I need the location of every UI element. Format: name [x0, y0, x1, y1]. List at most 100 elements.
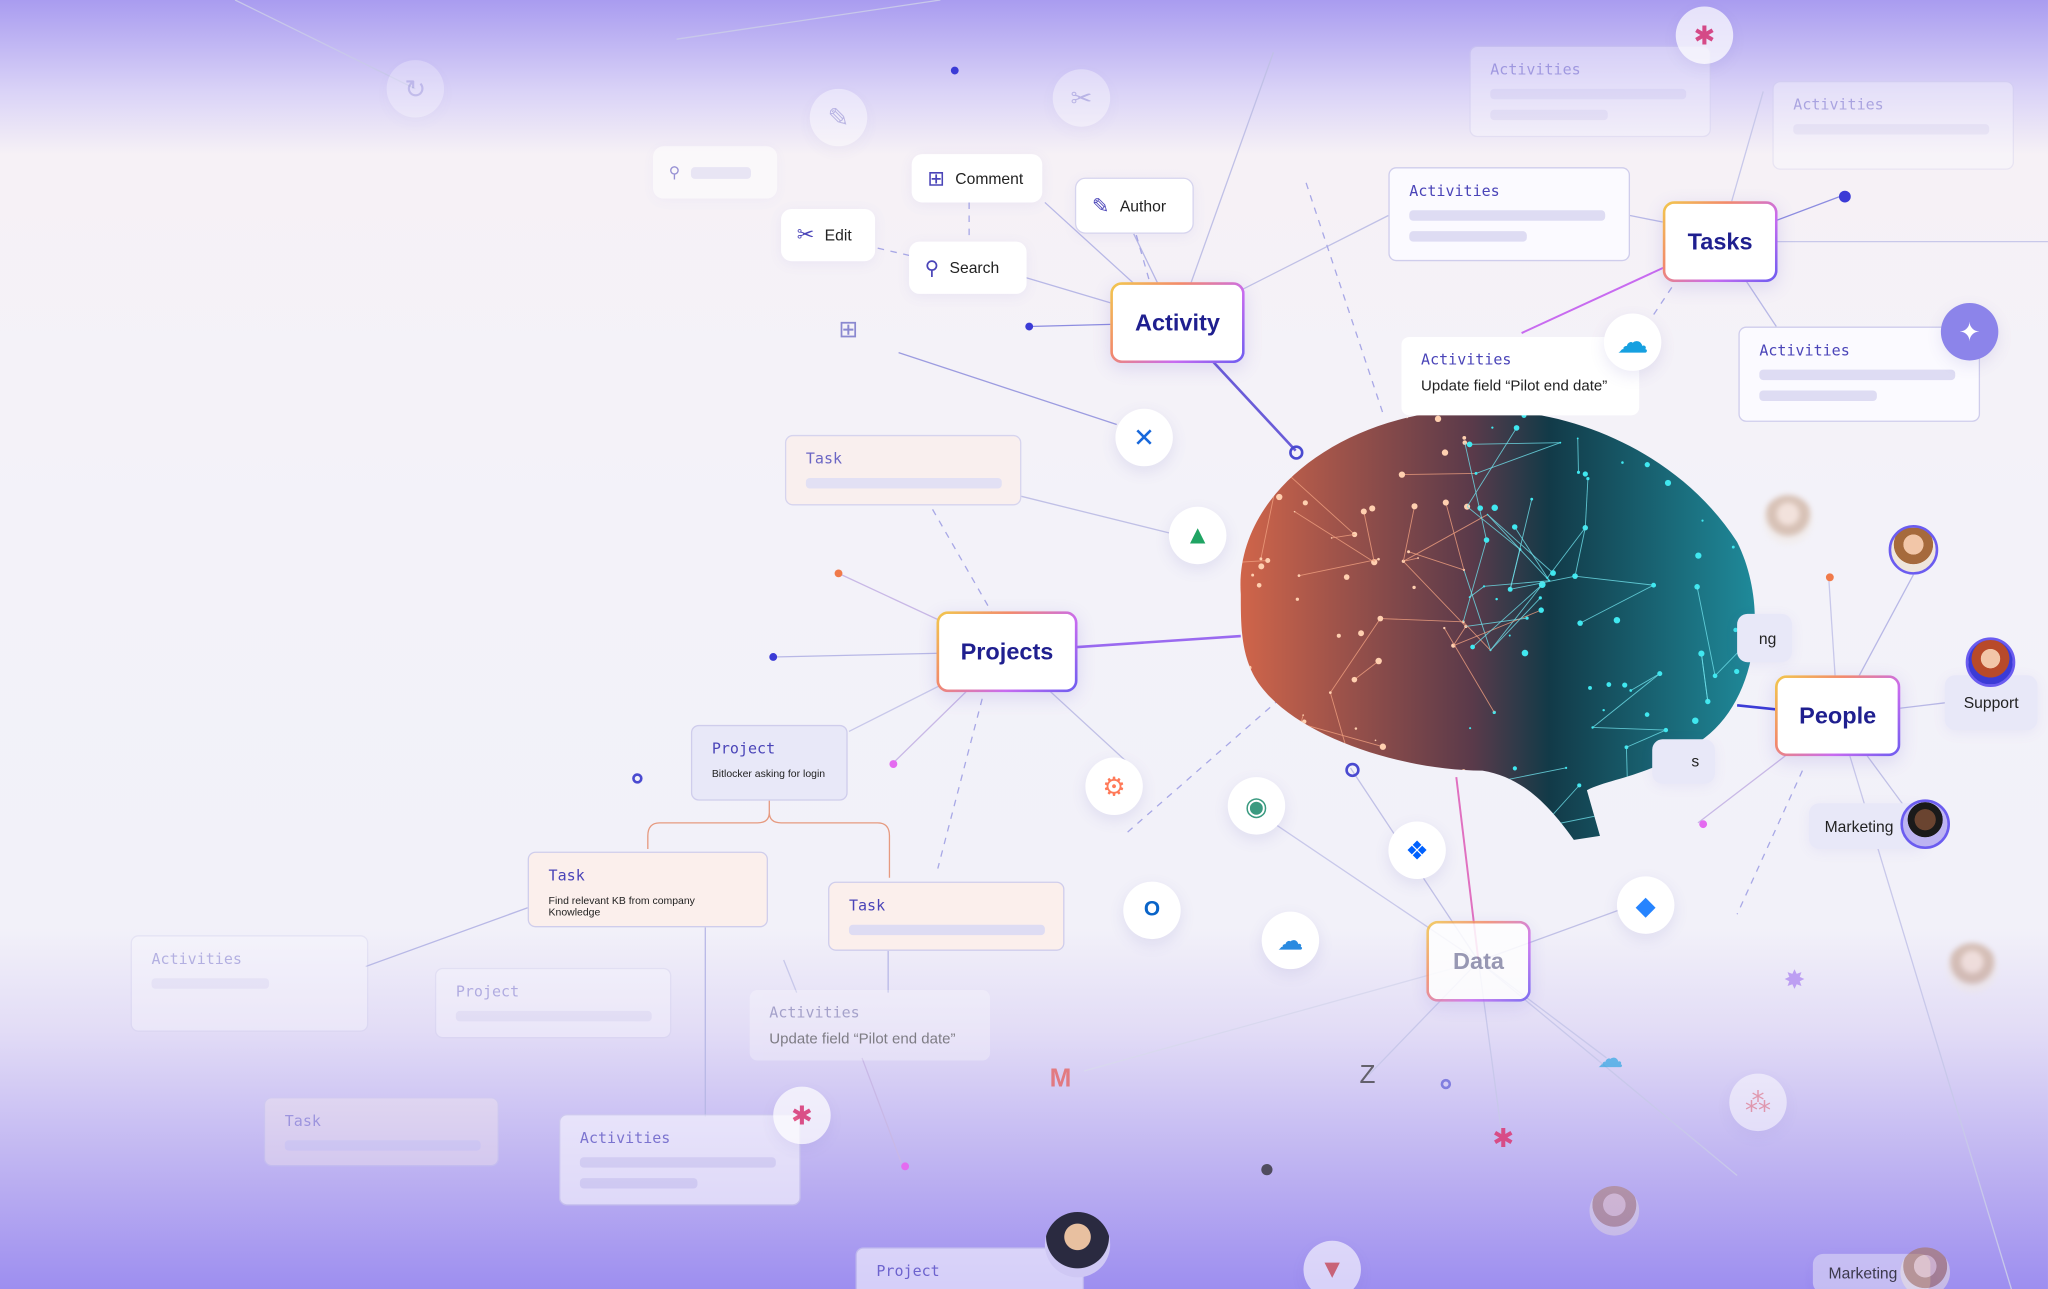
chip-label: Author — [1119, 196, 1167, 215]
brain-node — [1396, 412, 1401, 417]
asana-icon[interactable]: ⁂ — [1729, 1073, 1787, 1132]
brain-node — [1657, 671, 1663, 677]
gitlab-icon[interactable]: ▼ — [1303, 1240, 1361, 1289]
dashed-connection — [877, 247, 912, 257]
brain-node — [1482, 585, 1486, 588]
brain-mesh-line — [1445, 502, 1465, 571]
brain-node — [1263, 726, 1269, 732]
outlook-icon[interactable]: O — [1123, 881, 1181, 940]
connection-line — [861, 1057, 902, 1163]
google-drive-icon[interactable]: ▲ — [1168, 506, 1227, 565]
brain-node — [1507, 586, 1513, 592]
gmail-icon[interactable]: M — [1049, 1063, 1072, 1093]
jira-icon[interactable]: ◆ — [1616, 876, 1675, 934]
comment-chip[interactable]: ⊞Comment — [911, 154, 1043, 203]
brain-node — [1245, 471, 1249, 474]
brain-node — [1515, 800, 1518, 803]
team-chip-partial[interactable]: ng — [1737, 613, 1792, 663]
brain-mesh-line — [1443, 627, 1495, 713]
brain-mesh-line — [1452, 626, 1467, 646]
avatar[interactable] — [1044, 1212, 1111, 1278]
brain-mesh-line — [1294, 511, 1375, 563]
search-chip[interactable]: ⚲Search — [909, 241, 1027, 294]
brain-node — [1466, 780, 1472, 786]
task-card[interactable]: Task — [784, 434, 1022, 506]
activities-card-faded: Activities — [559, 1114, 801, 1206]
brain-node — [1356, 789, 1362, 794]
activities-card[interactable]: Activities — [1388, 167, 1631, 262]
support-chip[interactable]: Support — [1944, 675, 2038, 731]
connection-line — [898, 352, 1117, 426]
search-chip-faded: ⚲ — [653, 146, 778, 199]
task-card[interactable]: Task — [828, 881, 1065, 951]
node-dot — [1699, 820, 1708, 829]
hub-tasks[interactable]: Tasks — [1663, 201, 1778, 282]
github-icon[interactable]: ● — [1259, 1153, 1275, 1183]
search-icon: ⚲ — [924, 257, 940, 280]
card-text: Update field “Pilot end date” — [769, 1031, 956, 1048]
brain-node — [1521, 649, 1529, 657]
brain-node — [1602, 708, 1605, 712]
brain-mesh-line — [1490, 584, 1543, 651]
team-chip-partial[interactable]: s — [1652, 739, 1715, 784]
avatar[interactable] — [1965, 637, 2016, 688]
slack-icon[interactable]: ✱ — [773, 1086, 831, 1145]
brain-mesh-line — [1472, 584, 1543, 648]
brain-node — [1613, 616, 1621, 624]
dashed-connection — [1122, 698, 1281, 837]
brain-node — [1320, 418, 1325, 424]
edit-chip[interactable]: ✂Edit — [781, 208, 876, 262]
dashed-connection — [1135, 234, 1150, 281]
brain-mesh-line — [1453, 609, 1542, 647]
brain-node — [1351, 531, 1358, 538]
chip-label: Edit — [824, 225, 852, 245]
zendesk-icon[interactable]: Z — [1359, 1059, 1376, 1089]
placeholder-bar — [284, 1140, 481, 1151]
hub-data[interactable]: Data — [1426, 921, 1530, 1002]
dropbox-icon[interactable]: ❖ — [1388, 821, 1446, 880]
placeholder-bar — [1793, 124, 1990, 135]
salesforce-icon[interactable]: ☁ — [1597, 1044, 1624, 1073]
chip-label: Marketing — [1828, 1264, 1898, 1283]
sparkle-icon: ✸ — [1783, 965, 1806, 995]
activities-card[interactable]: Activities — [1738, 326, 1981, 422]
placeholder-bar — [1759, 390, 1877, 401]
salesforce-icon[interactable]: ☁ — [1603, 313, 1662, 371]
brain-node — [1663, 727, 1669, 733]
slack-icon[interactable]: ✱ — [1675, 6, 1734, 64]
card-text: Bitlocker asking for login — [711, 767, 826, 780]
connection-line — [365, 907, 528, 968]
brain-node — [1577, 620, 1583, 626]
hub-activity[interactable]: Activity — [1110, 282, 1245, 363]
hubspot-icon[interactable]: ⚙ — [1085, 757, 1143, 816]
card-title: Activities — [1759, 340, 1850, 360]
confluence-icon[interactable]: ✕ — [1115, 408, 1173, 467]
node-ring — [632, 773, 643, 784]
avatar[interactable] — [1888, 525, 1939, 575]
brain-mesh-line — [1510, 575, 1576, 590]
brain-node — [1354, 727, 1358, 730]
brain-node — [1318, 403, 1323, 408]
brain-node — [1240, 559, 1242, 566]
connection-line — [1176, 52, 1275, 323]
card-title: Activities — [1421, 350, 1512, 369]
brain-node — [1703, 449, 1706, 452]
brain-node — [1694, 584, 1700, 590]
card-title: Project — [711, 739, 776, 758]
slack-icon[interactable]: ✱ — [1492, 1123, 1515, 1153]
onedrive-icon[interactable]: ☁ — [1261, 911, 1320, 970]
user-circle-icon[interactable]: ◉ — [1227, 777, 1286, 835]
activities-card-faded: Activities — [1469, 45, 1711, 138]
hub-projects[interactable]: Projects — [936, 611, 1077, 692]
avatar[interactable] — [1900, 799, 1951, 849]
node-dot — [1025, 322, 1034, 331]
ai-chat-icon[interactable]: ✦ — [1940, 303, 1999, 361]
author-chip[interactable]: ✎Author — [1074, 177, 1194, 234]
search-icon: ⚲ — [668, 163, 681, 182]
comment-plus-icon: ⊞ — [838, 316, 859, 343]
hub-people[interactable]: People — [1775, 675, 1900, 756]
